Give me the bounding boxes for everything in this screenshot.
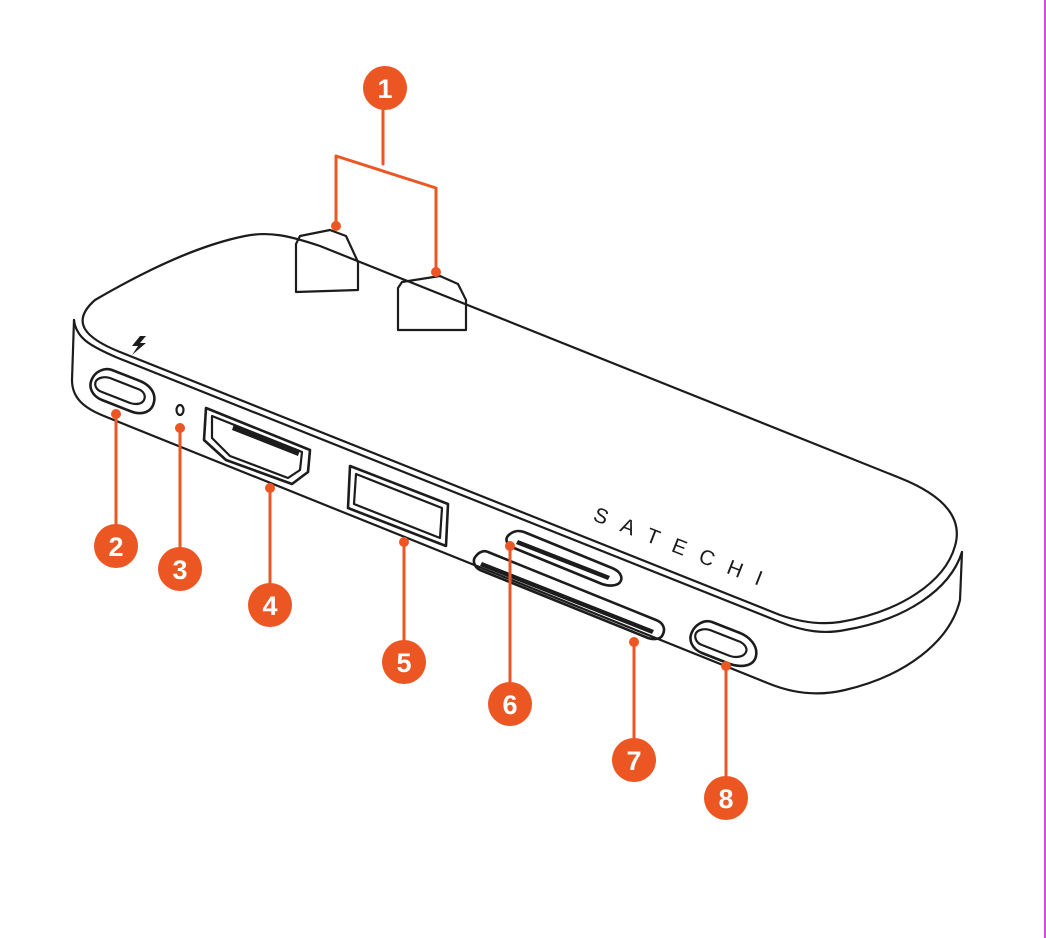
usb-c-pd-port-inner: [94, 376, 146, 406]
hdmi-port: [202, 406, 312, 486]
callout-badge-1: 1: [363, 66, 407, 110]
led-indicator: [175, 403, 185, 417]
leader-lines: [111, 108, 731, 784]
callout-badge-6: 6: [488, 682, 532, 726]
hub-front-face: [70, 318, 964, 695]
right-edge-guide-line: [1044, 0, 1046, 938]
svg-text:4: 4: [262, 591, 277, 621]
svg-text:5: 5: [396, 648, 411, 678]
callout-badge-2: 2: [94, 524, 138, 568]
svg-text:8: 8: [718, 784, 733, 814]
svg-text:6: 6: [502, 690, 517, 720]
svg-text:7: 7: [626, 746, 641, 776]
microsd-slot: [505, 529, 623, 587]
svg-text:3: 3: [172, 555, 187, 585]
callout-badge-8: 8: [704, 776, 748, 820]
callout-badge-5: 5: [382, 640, 426, 684]
hdmi-port-contacts: [232, 424, 300, 456]
sd-card-slot: [472, 549, 666, 641]
usb-a-port: [346, 464, 450, 548]
usb-c-plug-left: [294, 228, 360, 294]
hub-top-face: [81, 232, 958, 625]
usb-c-pd-port: [89, 367, 156, 415]
sd-card-slot-inner: [480, 562, 654, 634]
callout-badge-7: 7: [612, 738, 656, 782]
power-bolt-icon: [132, 336, 146, 355]
microsd-slot-inner: [516, 540, 610, 580]
usb-c-data-port-inner: [694, 628, 748, 659]
usb-a-port-inner: [352, 472, 444, 540]
svg-text:2: 2: [108, 532, 123, 562]
hub-top-bevel: [72, 318, 964, 634]
usb-c-plug-right: [396, 274, 468, 332]
svg-text:1: 1: [377, 74, 392, 104]
hdmi-port-inner: [210, 414, 304, 480]
callout-badge-3: 3: [158, 547, 202, 591]
callout-badge-4: 4: [248, 583, 292, 627]
